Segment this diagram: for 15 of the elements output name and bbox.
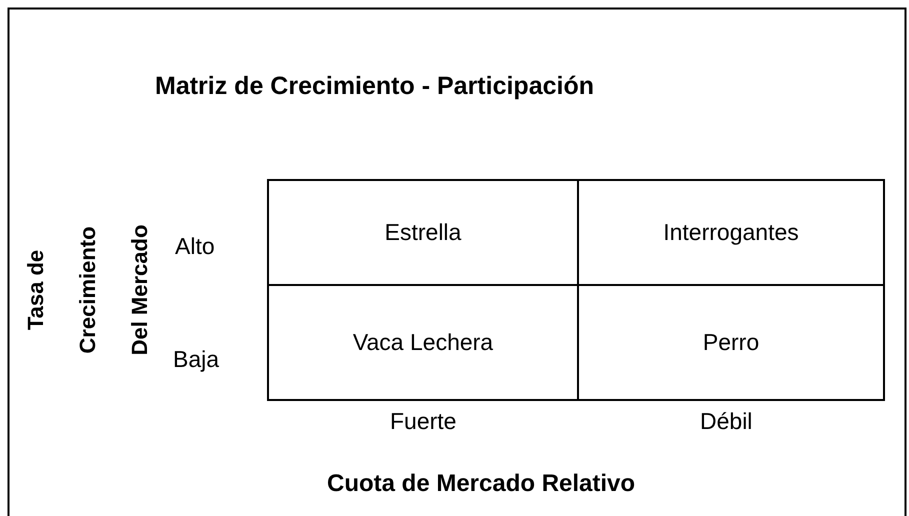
- quadrant-label: Estrella: [384, 219, 462, 246]
- row-label: Baja: [173, 346, 220, 373]
- quadrant-label: Interrogantes: [663, 219, 799, 246]
- matrix-quadrant: [267, 179, 579, 286]
- column-label: Fuerte: [390, 408, 456, 435]
- title: Matriz de Crecimiento - Participación: [155, 72, 594, 101]
- quadrant-label: Vaca Lechera: [352, 329, 494, 356]
- column-label: Débil: [700, 408, 752, 435]
- matrix-quadrant: [577, 179, 885, 286]
- y-axis-title: Tasa de Crecimiento Del Mercado: [22, 224, 153, 358]
- matrix-quadrant: [577, 284, 885, 401]
- matrix-quadrant: [267, 284, 579, 401]
- row-label: Alto: [175, 233, 215, 260]
- quadrant-label: Perro: [702, 329, 760, 356]
- x-axis-title: Cuota de Mercado Relativo: [327, 470, 636, 498]
